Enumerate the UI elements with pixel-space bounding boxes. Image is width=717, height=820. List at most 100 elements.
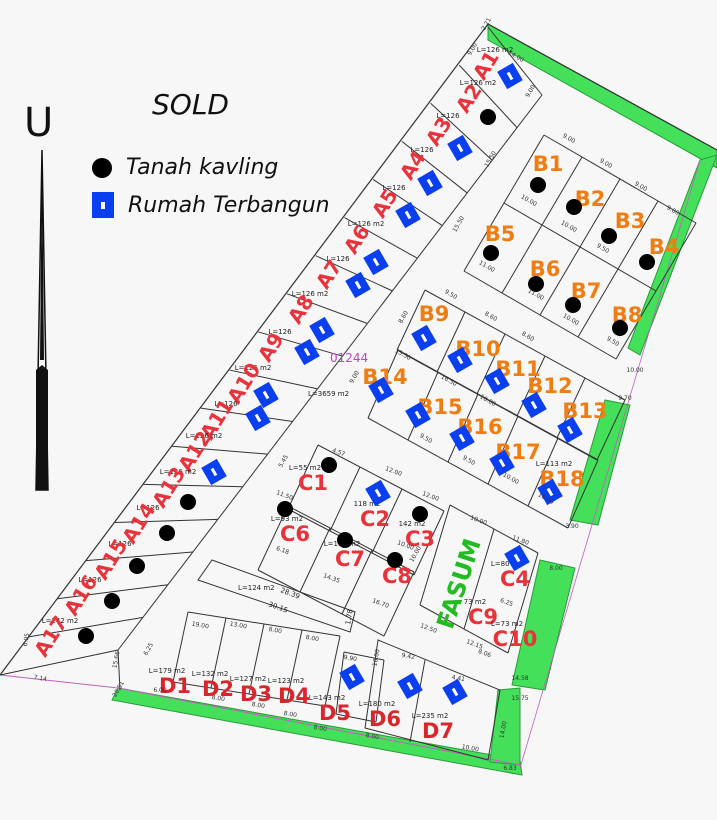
lot-area: L=132 m2 [192, 670, 229, 678]
lot-area: L=126 m2 [348, 220, 385, 228]
blue-house-icon [405, 401, 431, 429]
black-dot-icon [159, 525, 175, 541]
lot-label: D2 [202, 677, 234, 701]
blue-house-icon [484, 367, 510, 395]
house-door [414, 410, 422, 420]
house-door [318, 325, 326, 335]
lot-line [197, 559, 356, 633]
lot-area: L=179 m2 [149, 667, 186, 675]
lot-label: D7 [422, 719, 454, 743]
lot-line [364, 639, 501, 761]
lot-line [371, 488, 403, 554]
house-door [546, 487, 554, 497]
dimension-label: 10.00 [520, 193, 539, 208]
lot-area: L=126 m2 [160, 468, 197, 476]
lot-line [86, 551, 193, 562]
blue-house-icon [537, 478, 563, 506]
house-door [498, 458, 506, 468]
black-dot-icon [129, 558, 145, 574]
lot-area: L=126 [136, 504, 160, 512]
lot-line [372, 179, 443, 227]
lot-line [117, 94, 543, 651]
dimension-label: 10.00 [469, 514, 488, 527]
dimension-label: 15.50 [483, 150, 498, 169]
lot-line [463, 528, 495, 630]
dimension-label: 10.00 [562, 312, 581, 327]
black-dot-icon [480, 109, 496, 125]
boundary-line [519, 159, 701, 769]
lot-line [367, 417, 569, 529]
house-door [420, 333, 428, 343]
lot-line [396, 289, 426, 351]
dimension-label: 8.60 [397, 310, 410, 325]
lot-label: C10 [493, 627, 538, 651]
north-label: U [24, 100, 54, 146]
lot-b16: B16 [449, 415, 503, 452]
house-door [374, 488, 382, 498]
dimension-label: 6.00 [153, 687, 167, 694]
lot-line [577, 200, 659, 338]
lot-line [324, 635, 341, 707]
lot-area: L=126 [382, 184, 406, 192]
lot-b3: B3 [601, 209, 645, 244]
misc-label: 28.39 [279, 586, 301, 600]
black-dot-icon [104, 593, 120, 609]
lot-line [539, 178, 621, 316]
dimension-label: 6.83 [503, 765, 517, 772]
lot-b8: B8 [612, 303, 642, 336]
lot-line [210, 617, 227, 689]
lot-b13: B13 [557, 399, 608, 444]
dimension-label: 9.50 [443, 288, 458, 301]
lot-area: L=123 m2 [268, 677, 305, 685]
black-dot-icon [530, 177, 546, 193]
black-dot-icon [566, 199, 582, 215]
lot-label: B9 [419, 302, 450, 326]
lot-line [424, 289, 626, 401]
lot-area: L=55 m2 [289, 464, 321, 472]
lot-label: B1 [533, 152, 564, 176]
dimension-label: 6.25 [499, 597, 514, 608]
lot-area: L=126 [108, 540, 132, 548]
lot-line [527, 437, 559, 507]
misc-label: 30.15 [267, 600, 289, 614]
blue-house-icon [309, 316, 335, 344]
lot-line [317, 444, 445, 512]
dimension-label: 4.41 [451, 674, 466, 683]
lot-line [596, 399, 626, 461]
dimension-label: 14.00 [499, 720, 509, 738]
dimension-label: 8.60 [483, 310, 498, 323]
lot-area: L=127 m2 [230, 675, 267, 683]
house-door [426, 178, 434, 188]
lot-line [299, 527, 331, 593]
lot-line [375, 659, 385, 723]
dimension-label: 10.00 [461, 744, 479, 754]
lot-line [258, 331, 343, 357]
total-area: L=3659 m2 [308, 390, 349, 398]
lot-area: L=126 m2 [235, 364, 272, 372]
black-dot-icon [639, 254, 655, 270]
lot-line [501, 156, 583, 294]
lot-line [409, 659, 426, 743]
lot-line [287, 444, 319, 510]
lot-area: 142 m2 [399, 520, 426, 528]
dimension-label: 6.05 [22, 632, 31, 647]
dimension-label: 11.80 [511, 534, 530, 547]
lot-area: L=126 m2 [477, 46, 514, 54]
lot-area: L=126 [410, 146, 434, 154]
black-dot-icon [565, 297, 581, 313]
green-open-space [111, 687, 523, 776]
house-door [493, 376, 501, 386]
lot-area: L=126 m2 [460, 79, 497, 87]
lot-line [430, 102, 493, 161]
blue-house-icon [557, 416, 583, 444]
lot-line [172, 445, 268, 455]
blue-house-icon [253, 381, 279, 409]
legend-label: Tanah kavling [126, 155, 279, 180]
dimension-label: 11.50 [275, 489, 294, 502]
blue-house-icon [339, 663, 365, 691]
dimension-label: 8.00 [549, 565, 563, 572]
